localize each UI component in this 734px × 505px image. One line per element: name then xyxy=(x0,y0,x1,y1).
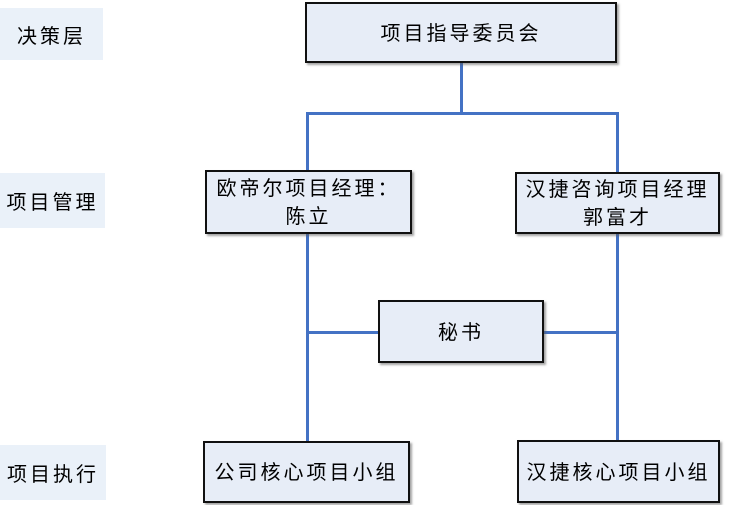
connector-main-horizontal xyxy=(306,112,619,115)
row-label-project-management: 项目管理 xyxy=(0,173,105,228)
row-label-text: 决策层 xyxy=(17,23,86,48)
node-text-line2: 陈立 xyxy=(285,204,332,228)
connector-left-branch-down xyxy=(306,112,309,170)
node-text: 公司核心项目小组 xyxy=(214,460,399,484)
connector-left-manager-to-team xyxy=(306,234,309,441)
node-text-line1: 欧帝尔项目经理： xyxy=(216,176,401,200)
node-text-line2: 郭富才 xyxy=(583,205,652,229)
node-secretary: 秘书 xyxy=(378,300,544,363)
connector-right-branch-down xyxy=(616,112,619,172)
connector-secretary-left xyxy=(309,331,378,334)
node-core-team-company: 公司核心项目小组 xyxy=(203,441,410,503)
row-label-decision-layer: 决策层 xyxy=(0,8,103,60)
connector-steering-down xyxy=(460,63,463,112)
node-text: 秘书 xyxy=(438,319,484,344)
node-core-team-hanjie: 汉捷核心项目小组 xyxy=(517,440,720,503)
connector-secretary-right xyxy=(544,331,617,334)
row-label-project-execution: 项目执行 xyxy=(0,445,106,500)
row-label-text: 项目管理 xyxy=(6,190,99,214)
node-text-line1: 汉捷咨询项目经理 xyxy=(525,177,710,201)
connector-right-manager-to-team xyxy=(616,234,619,440)
node-text: 汉捷核心项目小组 xyxy=(526,459,711,484)
node-manager-left: 欧帝尔项目经理： 陈立 xyxy=(205,170,412,234)
node-text: 项目指导委员会 xyxy=(380,20,542,45)
node-steering-committee: 项目指导委员会 xyxy=(305,2,617,63)
row-label-text: 项目执行 xyxy=(7,462,99,486)
node-manager-right: 汉捷咨询项目经理 郭富才 xyxy=(515,172,720,234)
